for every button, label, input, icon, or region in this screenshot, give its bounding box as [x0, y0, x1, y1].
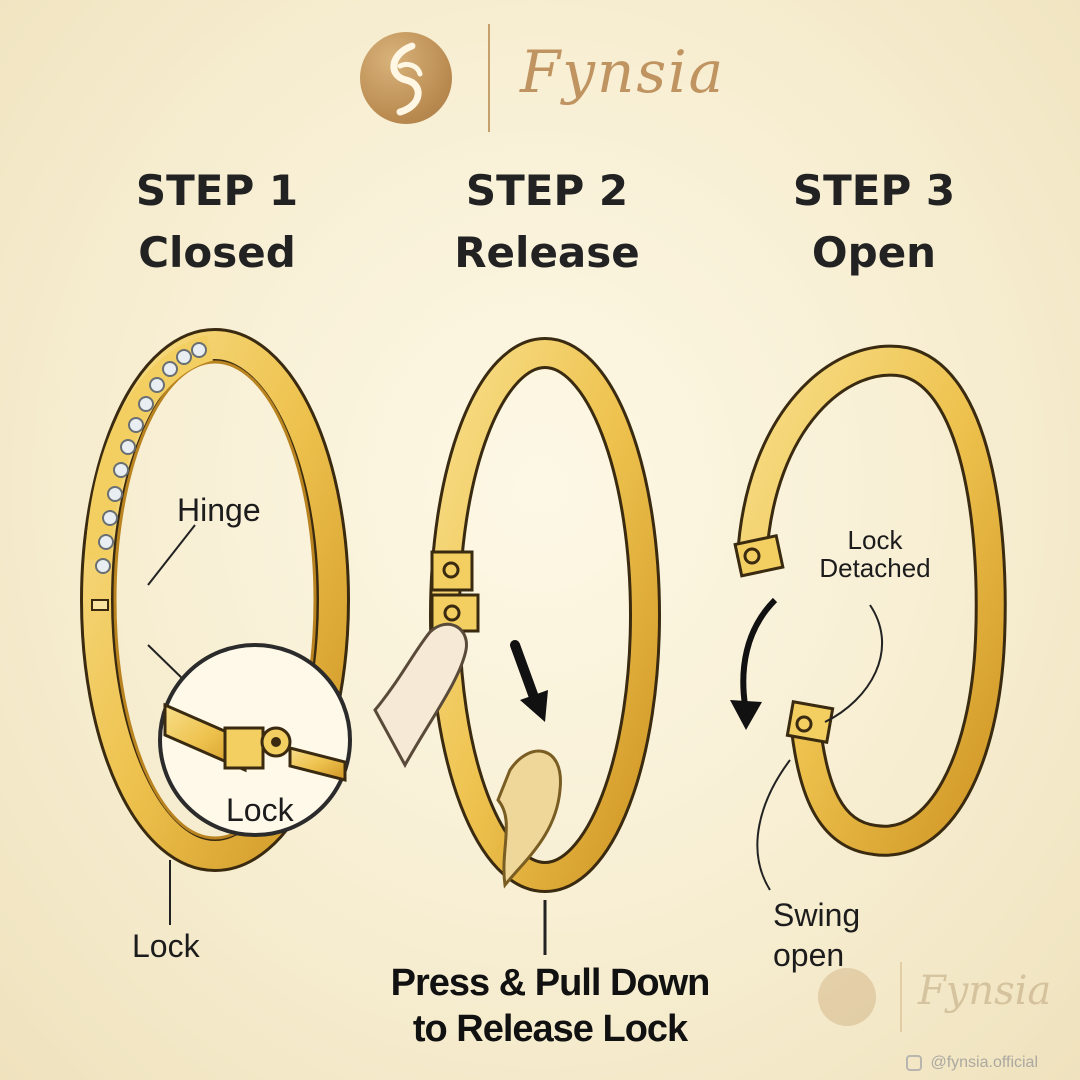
swing-line-1: Swing [773, 897, 861, 933]
step-1-bracelet [80, 328, 352, 925]
press-line-1: Press & Pull Down [390, 962, 711, 1004]
zoom-lock-detail [163, 702, 347, 782]
step-2-name: Release [454, 228, 640, 277]
swing-arrow-icon [730, 700, 762, 730]
social-handle: @fynsia.official [906, 1054, 1038, 1072]
step-3-bracelet [730, 344, 1007, 891]
social-handle-text: @fynsia.official [930, 1054, 1038, 1071]
watermark-brand-name: Fynsia [918, 968, 1052, 1014]
watermark-divider [900, 962, 902, 1032]
step-3-name: Open [811, 228, 937, 277]
lock-detached-line-1: Lock [847, 525, 903, 555]
step-2-header: STEP 2 Release [397, 160, 697, 284]
step-1-number: STEP 1 [135, 166, 299, 215]
step-3-number: STEP 3 [792, 166, 956, 215]
press-line-2: to Release Lock [412, 1008, 688, 1050]
instagram-icon [906, 1055, 923, 1071]
logo-divider [488, 24, 490, 132]
brand-name: Fynsia [520, 38, 726, 106]
swing-line-2: open [773, 937, 845, 973]
lock-zoom-label: Lock [226, 792, 294, 828]
step-3-header: STEP 3 Open [724, 160, 1024, 284]
brand-logo: Fynsia [360, 20, 740, 135]
lock-detached-label: Lock Detached [800, 526, 950, 582]
step-2-number: STEP 2 [465, 166, 629, 215]
pull-arrow-icon [520, 690, 548, 722]
watermark-mark-icon [818, 968, 876, 1026]
press-instruction: Press & Pull Down to Release Lock [370, 960, 730, 1052]
lock-detached-line-2: Detached [819, 553, 931, 583]
step-1-name: Closed [138, 228, 296, 277]
crystal-row [95, 342, 207, 574]
lock-bottom-label: Lock [132, 928, 200, 964]
step-2-bracelet [373, 337, 661, 955]
brand-watermark: Fynsia [818, 962, 1058, 1032]
step-1-header: STEP 1 Closed [67, 160, 367, 284]
brand-mark-icon [360, 32, 452, 124]
finger-icon [373, 622, 468, 769]
swing-open-label: Swing open [773, 895, 860, 975]
hinge-label: Hinge [177, 492, 261, 528]
